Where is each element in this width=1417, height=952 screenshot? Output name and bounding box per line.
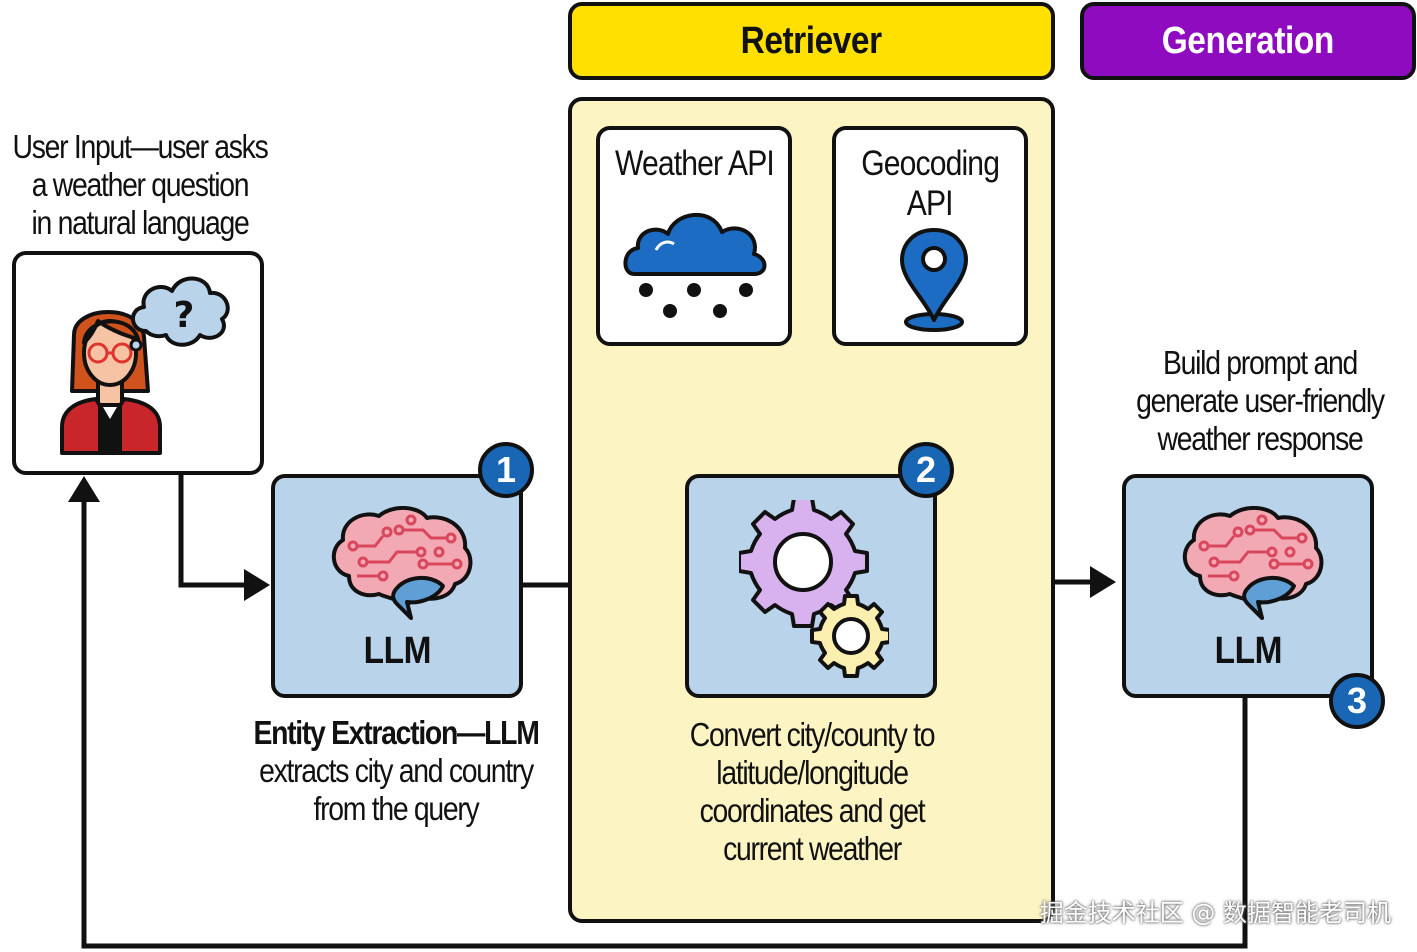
watermark: 掘金技术社区 @ 数据智能老司机 (1039, 899, 1391, 927)
llm1-label: LLM (363, 630, 431, 672)
retriever-banner-label: Retriever (740, 19, 883, 62)
generation-banner: Generation (1080, 2, 1416, 80)
llm3-label: LLM (1214, 630, 1282, 672)
arrow-llm3-to-user (81, 502, 1248, 949)
llm3-box: LLM (1122, 474, 1374, 698)
thought-bubble-icon: ? (129, 276, 230, 352)
step3-caption-line2: generate user-friendly (1136, 382, 1385, 419)
user-input-caption: User Input—user asks a weather question … (0, 128, 295, 242)
brain-icon (332, 506, 473, 620)
step2-badge: 2 (898, 442, 954, 498)
arrow-user-to-llm1 (178, 474, 244, 588)
step2-caption: Convert city/county to latitude/longitud… (597, 716, 1027, 868)
step2-caption-line3: coordinates and get (699, 792, 926, 829)
geocoding-api-box: Geocoding API (832, 126, 1028, 346)
user-box: ? (12, 251, 264, 475)
user-input-caption-line1: User Input—user asks (12, 128, 269, 165)
step3-caption: Build prompt and generate user-friendly … (1062, 344, 1417, 458)
generation-banner-label: Generation (1161, 19, 1335, 62)
snow-cloud-icon (623, 213, 767, 318)
step3-caption-line1: Build prompt and (1163, 344, 1358, 381)
step2-caption-line2: latitude/longitude (716, 754, 909, 791)
gears-icon (739, 500, 889, 678)
weather-api-box: Weather API (596, 126, 792, 346)
converter-box (685, 474, 937, 698)
step1-caption: Entity Extraction—LLM extracts city and … (181, 714, 611, 828)
geocoding-api-title-line1: Geocoding (861, 144, 1000, 183)
step1-badge: 1 (478, 442, 534, 498)
step3-badge: 3 (1329, 673, 1385, 729)
llm1-box: LLM (271, 474, 523, 698)
step1-caption-line2: from the query (313, 790, 480, 827)
user-input-caption-line2: a weather question (31, 166, 250, 203)
step2-caption-line4: current weather (723, 830, 902, 867)
user-input-caption-line3: in natural language (31, 204, 250, 241)
question-mark: ? (174, 295, 195, 336)
geocoding-api-title-line2: API (907, 184, 954, 223)
step1-caption-bold: Entity Extraction—LLM (253, 714, 539, 751)
step1-caption-line1: extracts city and country (259, 752, 534, 789)
brain-icon (1183, 506, 1324, 620)
step2-caption-line1: Convert city/county to (689, 716, 936, 753)
step3-caption-line3: weather response (1157, 420, 1364, 457)
location-pin-icon (900, 228, 968, 332)
person-icon (60, 310, 162, 455)
weather-api-title: Weather API (614, 144, 775, 183)
retriever-banner: Retriever (568, 2, 1055, 80)
